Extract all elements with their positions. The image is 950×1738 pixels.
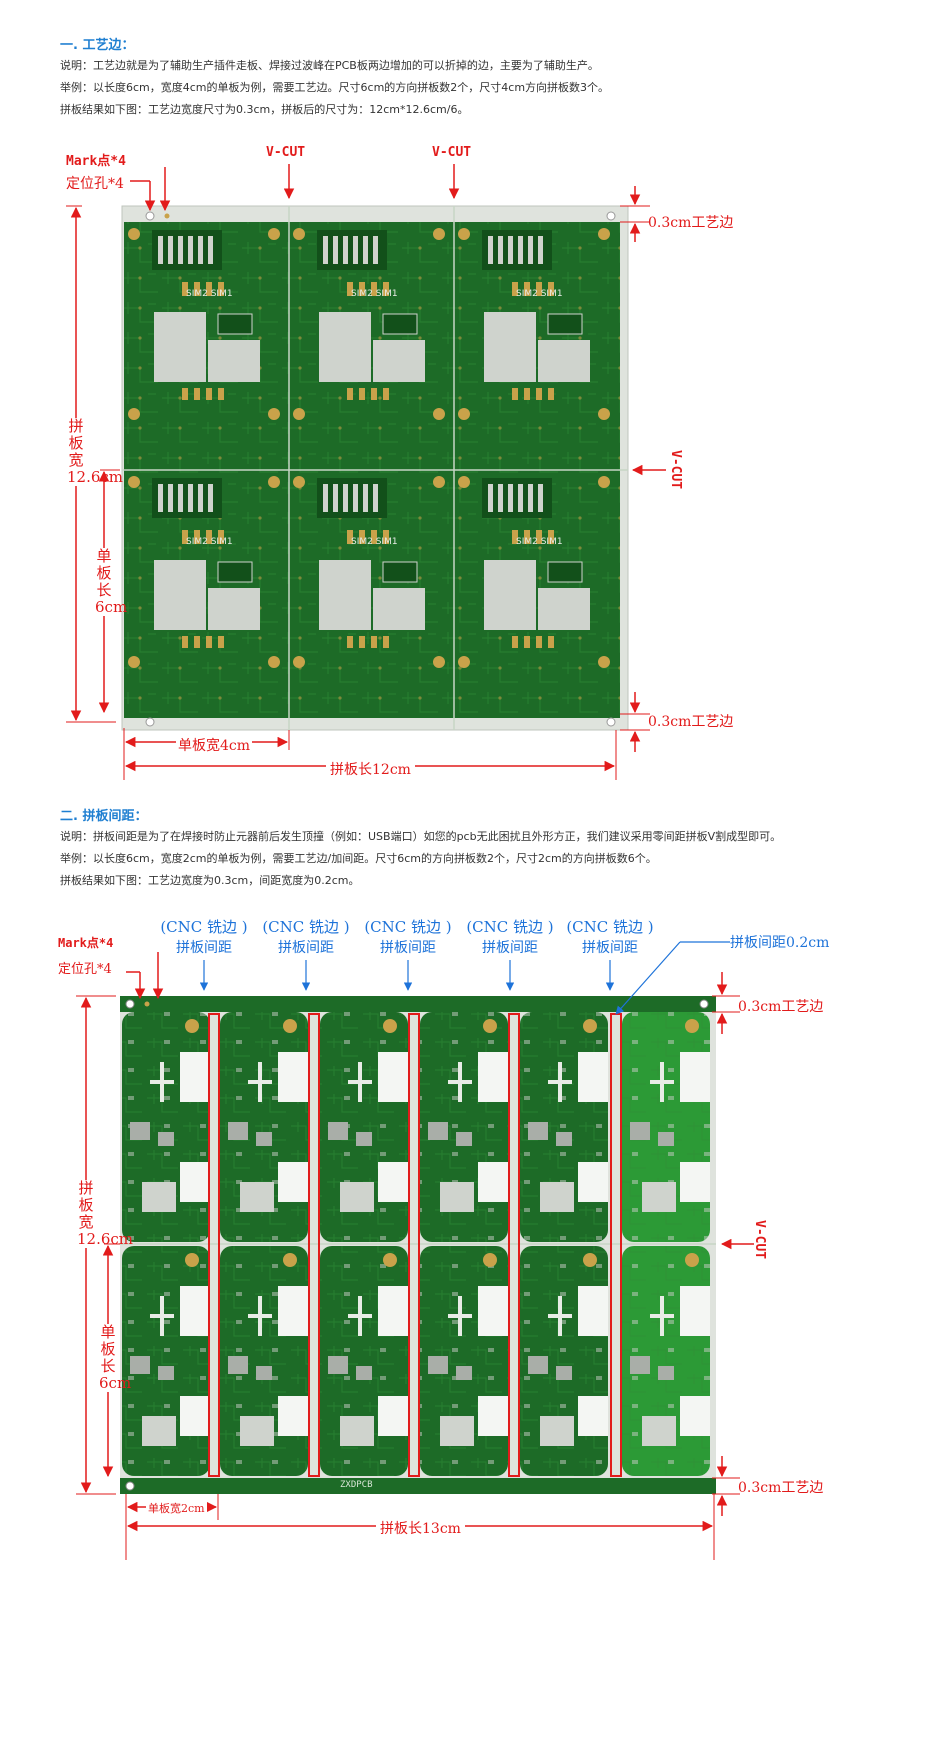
cnc-label-2: (CNC 铣边 ) 拼板间距 [251,916,361,957]
single-board-2 [122,1012,210,1242]
cnc-label-5-line2: 拼板间距 [582,940,638,956]
single-width-label: 单板宽4cm [176,735,253,755]
panel-length-label: 拼板长12cm [326,759,415,779]
svg-text:SIM2 SIM1: SIM2 SIM1 [186,537,233,547]
svg-text:SIM2 SIM1: SIM2 SIM1 [516,537,563,547]
single-board: SIM2 SIM1 [128,476,280,668]
mark-point-2 [144,1001,150,1007]
panel-width-label: 拼板宽12.6cm [67,417,124,486]
bottom-silk-text: ZXDPCB [340,1480,373,1490]
locating-hole-label-2: 定位孔*4 [58,962,112,977]
single-board-2 [420,1012,508,1242]
single-board-2 [220,1246,308,1476]
cnc-label-1-line2: 拼板间距 [176,940,232,956]
cnc-label-4-line1: (CNC 铣边 ) [466,918,554,936]
section2-title: 二. 拼板间距： [60,809,148,824]
cnc-label-3-line2: 拼板间距 [380,940,436,956]
single-board-2 [622,1012,710,1242]
figure2-graphic [76,941,754,1560]
svg-text:SIM2 SIM1: SIM2 SIM1 [516,289,563,299]
single-board-2 [220,1012,308,1242]
edge-label-top: 0.3cm工艺边 [648,215,734,231]
gap-label: 拼板间距0.2cm [730,935,830,951]
locating-hole-2 [125,999,135,1009]
svg-text:SIM2 SIM1: SIM2 SIM1 [186,289,233,299]
section2-line-3: 拼板结果如下图：工艺边宽度为0.3cm，间距宽度为0.2cm。 [60,874,360,887]
cnc-label-3-line1: (CNC 铣边 ) [364,918,452,936]
single-board: SIM2 SIM1 [458,476,610,668]
mark-point [164,213,170,219]
single-length-label: 单板长6cm [95,547,128,616]
panel-width-label-2: 拼板宽12.6cm [77,1179,134,1248]
cnc-label-4: (CNC 铣边 ) 拼板间距 [455,916,565,957]
cnc-label-4-line2: 拼板间距 [482,940,538,956]
vcut-label-right-2: V-CUT [752,1220,767,1260]
locating-hole [145,211,155,221]
cnc-label-5: (CNC 铣边 ) 拼板间距 [555,916,665,957]
single-board: SIM2 SIM1 [458,228,610,420]
single-board-2 [520,1012,608,1242]
cnc-label-3: (CNC 铣边 ) 拼板间距 [353,916,463,957]
section1-line-2: 举例：以长度6cm，宽度4cm的单板为例，需要工艺边。尺寸6cm的方向拼板数2个… [60,81,610,94]
mark-point-label: Mark点*4 [66,154,126,169]
edge-label-bottom: 0.3cm工艺边 [648,714,734,730]
section1-line-3: 拼板结果如下图：工艺边宽度尺寸为0.3cm，拼板后的尺寸为：12cm*12.6c… [60,103,469,116]
cnc-label-1: (CNC 铣边 ) 拼板间距 [149,916,259,957]
single-board: SIM2 SIM1 [293,476,445,668]
cnc-label-1-line1: (CNC 铣边 ) [160,918,248,936]
edge-label-bottom-2: 0.3cm工艺边 [738,1480,824,1496]
section2-line-2: 举例：以长度6cm，宽度2cm的单板为例，需要工艺边/加间距。尺寸6cm的方向拼… [60,852,657,865]
single-board-2 [520,1246,608,1476]
locating-hole-label: 定位孔*4 [66,176,124,192]
single-board-2 [122,1246,210,1476]
edge-label-top-2: 0.3cm工艺边 [738,999,824,1015]
section1-line-1: 说明：工艺边就是为了辅助生产插件走板、焊接过波峰在PCB板两边增加的可以折掉的边… [60,59,599,72]
cnc-label-2-line2: 拼板间距 [278,940,334,956]
single-width-label-2: 单板宽2cm [146,1500,207,1516]
cnc-label-5-line1: (CNC 铣边 ) [566,918,654,936]
single-board-2 [622,1246,710,1476]
single-board-2 [420,1246,508,1476]
cnc-label-2-line1: (CNC 铣边 ) [262,918,350,936]
single-board-2 [320,1012,408,1242]
vcut-label-top-2: V-CUT [432,145,472,160]
section1-title: 一. 工艺边： [60,38,135,53]
vcut-label-right: V-CUT [668,450,683,490]
vcut-label-top-1: V-CUT [266,145,306,160]
single-board: SIM2 SIM1 [128,228,280,420]
svg-text:SIM2 SIM1: SIM2 SIM1 [351,537,398,547]
panel-length-label-2: 拼板长13cm [376,1518,465,1538]
single-length-label-2: 单板长6cm [99,1323,132,1392]
single-board-2 [320,1246,408,1476]
svg-text:SIM2 SIM1: SIM2 SIM1 [351,289,398,299]
single-board: SIM2 SIM1 [293,228,445,420]
section2-line-1: 说明：拼板间距是为了在焊接时防止元器前后发生顶撞（例如：USB端口）如您的pcb… [60,830,782,843]
gap-box [208,1013,220,1477]
mark-point-label-2: Mark点*4 [58,936,114,950]
